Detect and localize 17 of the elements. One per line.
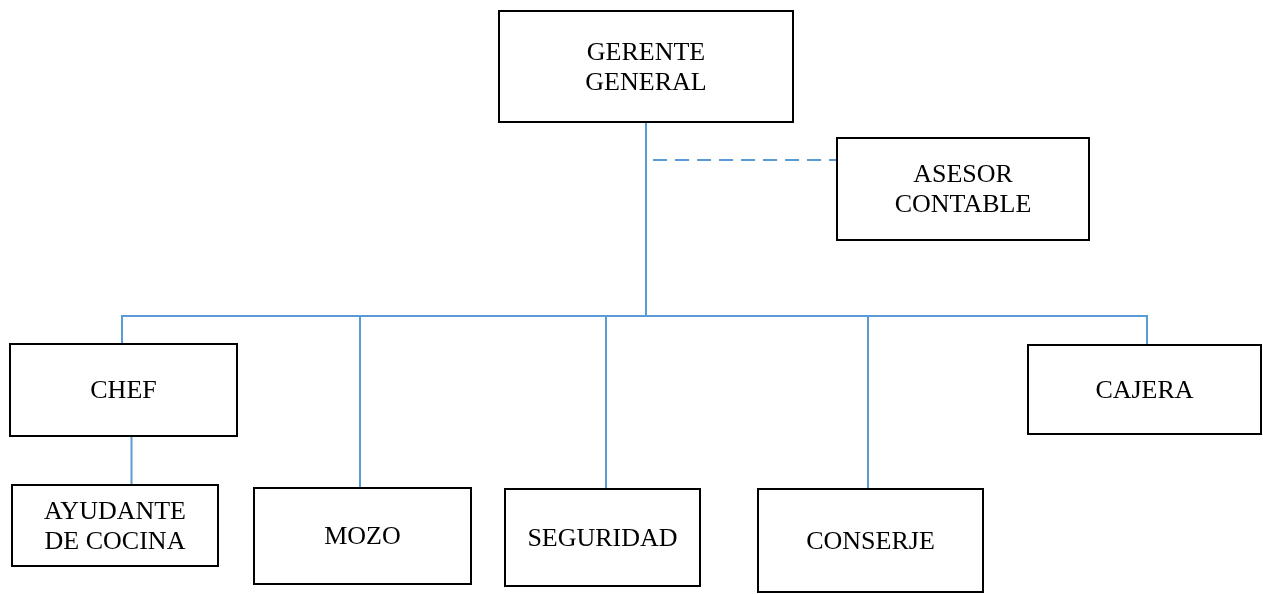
position-title: CONSERJE [806,525,935,556]
position-title: CHEF [90,375,157,405]
position-box [9,343,238,437]
position-box [1027,344,1262,435]
position-box [836,137,1090,241]
position-title: ASESOR CONTABLE [893,159,1033,219]
position-box [253,487,472,585]
position-box [504,488,701,587]
position-box [757,488,984,593]
position-box [11,484,219,567]
position-title: AYUDANTE DE COCINA [42,495,187,556]
position-title: GERENTE GENERAL [584,36,708,97]
connector-line [130,436,133,485]
position-title: CAJERA [1095,374,1194,405]
position-box [498,10,794,123]
position-title: MOZO [324,521,401,551]
position-title: SEGURIDAD [527,522,678,553]
